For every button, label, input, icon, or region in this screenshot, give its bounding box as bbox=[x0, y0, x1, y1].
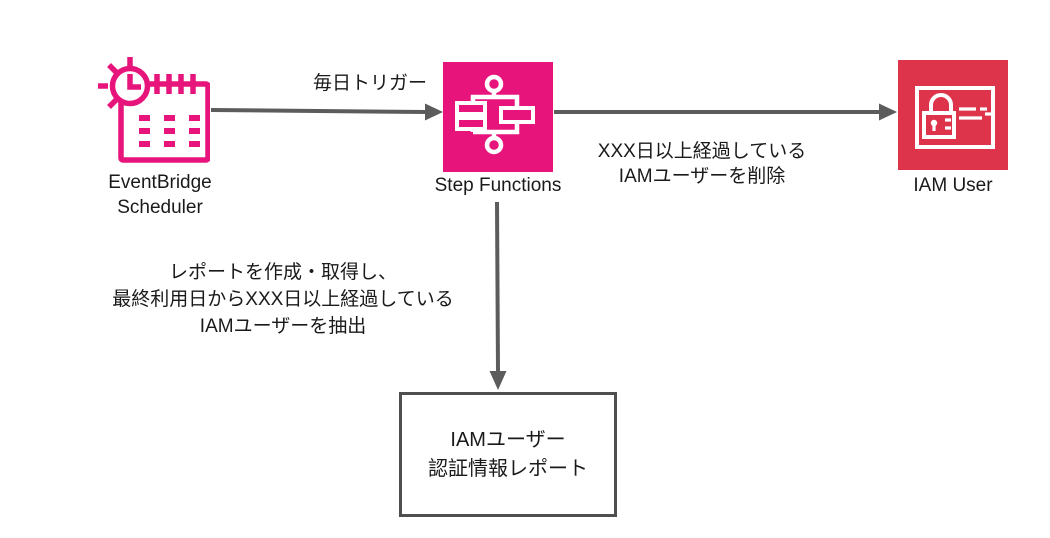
delete-users-arrow bbox=[554, 103, 897, 121]
eventbridge-scheduler-icon bbox=[98, 57, 210, 163]
step-functions-node bbox=[443, 62, 553, 172]
daily-trigger-label: 毎日トリガー bbox=[312, 73, 427, 94]
delete-users-label: XXX日以上経過している IAMユーザーを削除 bbox=[552, 139, 852, 189]
extract-report-label: レポートを作成・取得し、 最終利用日からXXX日以上経過している IAMユーザー… bbox=[108, 259, 458, 340]
step-functions-label: Step Functions bbox=[434, 175, 562, 196]
iam-user-icon bbox=[915, 86, 995, 149]
extract-report-label-line3: IAMユーザーを抽出 bbox=[199, 316, 367, 337]
eventbridge-scheduler-node bbox=[95, 40, 210, 164]
eventbridge-scheduler-label: EventBridge Scheduler bbox=[60, 170, 260, 220]
eventbridge-label-line1: EventBridge bbox=[108, 172, 212, 193]
credential-report-box-line2: 認証情報レポート bbox=[428, 457, 588, 480]
iam-user-label: IAM User bbox=[913, 175, 993, 196]
extract-report-label-line1: レポートを作成・取得し、 bbox=[168, 262, 397, 283]
credential-report-box: IAMユーザー 認証情報レポート bbox=[399, 392, 617, 517]
iam-user-node bbox=[898, 60, 1008, 170]
credential-report-box-line1: IAMユーザー bbox=[450, 428, 566, 451]
delete-users-label-line2: IAMユーザーを削除 bbox=[618, 166, 786, 187]
extract-report-label-line2: 最終利用日からXXX日以上経過している bbox=[112, 289, 454, 310]
eventbridge-label-line2: Scheduler bbox=[117, 197, 203, 218]
delete-users-label-line1: XXX日以上経過している bbox=[597, 141, 807, 162]
report-arrow bbox=[489, 201, 507, 390]
daily-trigger-arrow bbox=[210, 103, 443, 121]
step-functions-icon bbox=[455, 74, 535, 155]
